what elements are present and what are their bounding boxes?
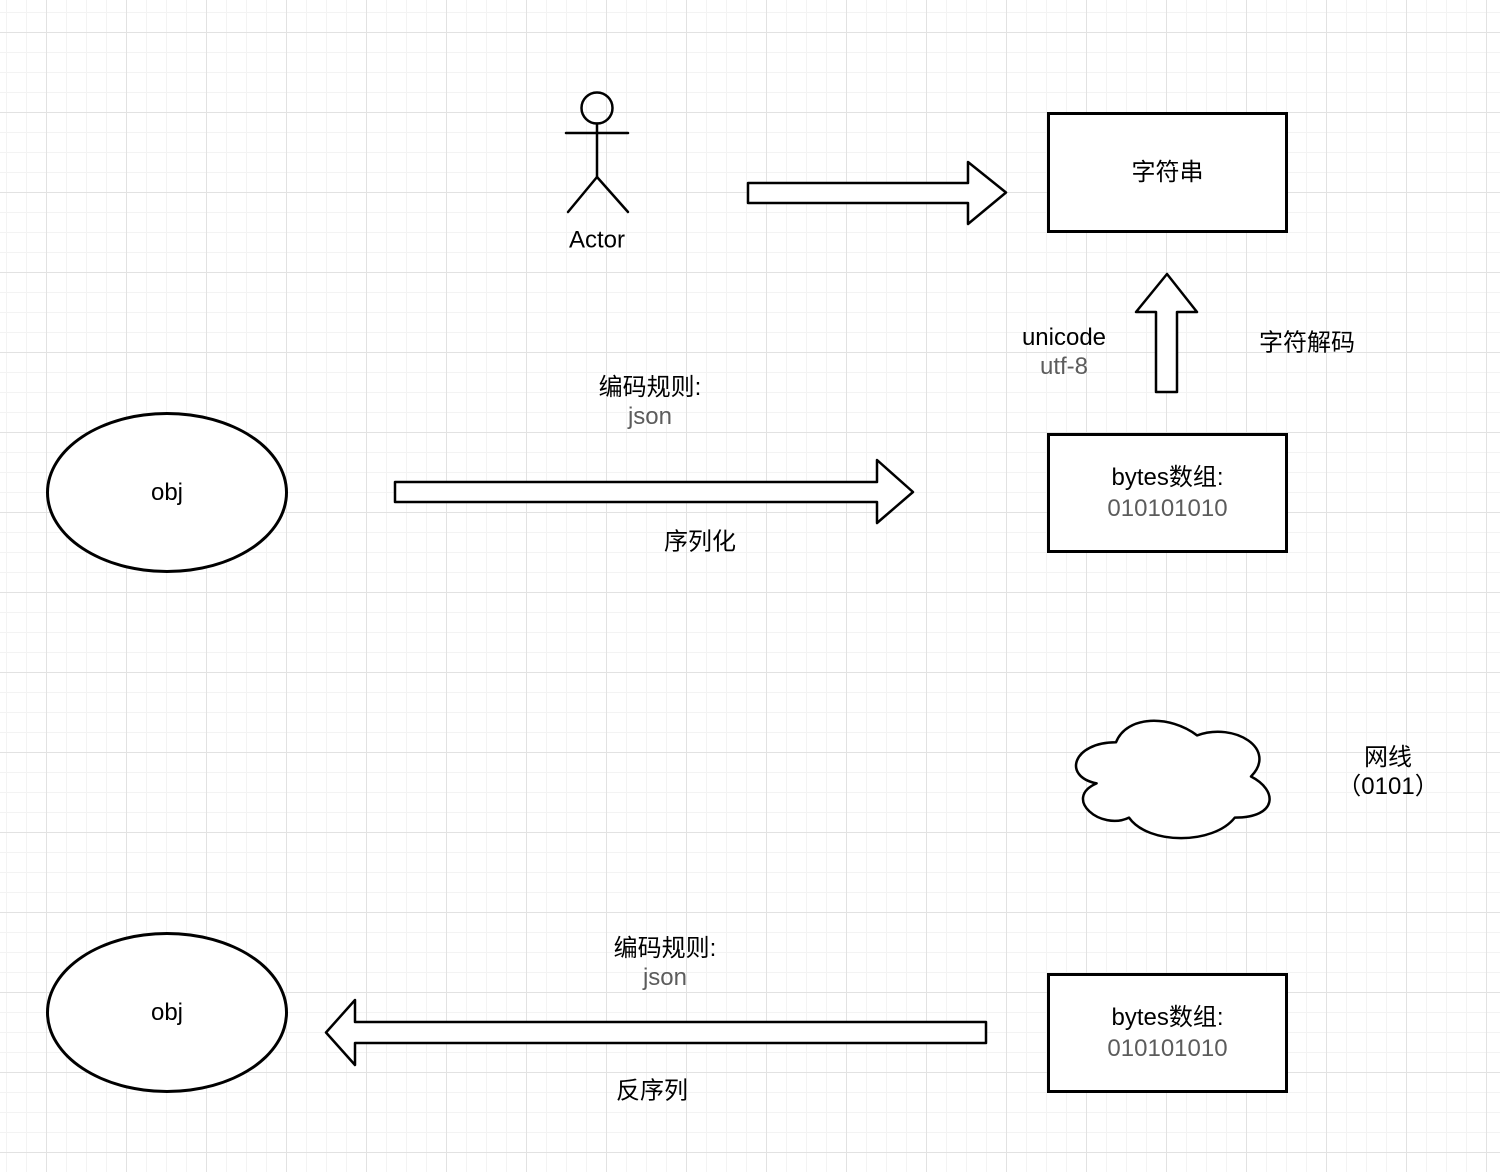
bytes-box-bottom-value: 010101010 [1107, 1035, 1228, 1062]
obj-ellipse-top-label: obj [150, 479, 184, 506]
cloud-label-line1: 网线 [1363, 744, 1412, 771]
decode-name-label: 字符解码 [1259, 329, 1355, 357]
cloud-label: 网线 （0101） [1337, 743, 1438, 801]
bytes-box-bottom: bytes数组: 010101010 [1047, 973, 1288, 1093]
cloud-label-line2: （0101） [1337, 773, 1439, 800]
actor-to-string-arrow-icon [746, 160, 1008, 226]
network-cloud-icon [1074, 719, 1271, 840]
decode-rule-label: unicode utf-8 [1022, 323, 1106, 381]
serialize-rule-line1: 编码规则: [598, 374, 702, 401]
actor-label: Actor [568, 226, 626, 254]
string-box-label: 字符串 [1131, 159, 1204, 186]
serialize-rule-line2: json [627, 403, 673, 430]
serialize-name-label: 序列化 [664, 528, 736, 556]
obj-ellipse-bottom-label: obj [150, 999, 184, 1026]
serialize-rule-label: 编码规则: json [599, 373, 702, 431]
deserialize-left-arrow-icon [324, 998, 988, 1067]
bytes-box-bottom-title: bytes数组: [1111, 1004, 1224, 1031]
decode-rule-line2: utf-8 [1039, 353, 1089, 380]
bytes-box-top-title: bytes数组: [1111, 464, 1224, 491]
deserialize-rule-line2: json [642, 964, 688, 991]
bytes-box-top: bytes数组: 010101010 [1047, 433, 1288, 553]
obj-ellipse-bottom: obj [46, 932, 288, 1093]
decode-rule-line1: unicode [1021, 324, 1107, 351]
string-box: 字符串 [1047, 112, 1288, 233]
deserialize-rule-label: 编码规则: json [614, 934, 717, 992]
deserialize-rule-line1: 编码规则: [613, 935, 717, 962]
serialize-right-arrow-icon [393, 458, 915, 525]
decode-up-arrow-icon [1134, 272, 1199, 394]
deserialize-name-label: 反序列 [616, 1077, 688, 1105]
actor-icon [564, 91, 630, 214]
obj-ellipse-top: obj [46, 412, 288, 573]
bytes-box-top-value: 010101010 [1107, 495, 1228, 522]
